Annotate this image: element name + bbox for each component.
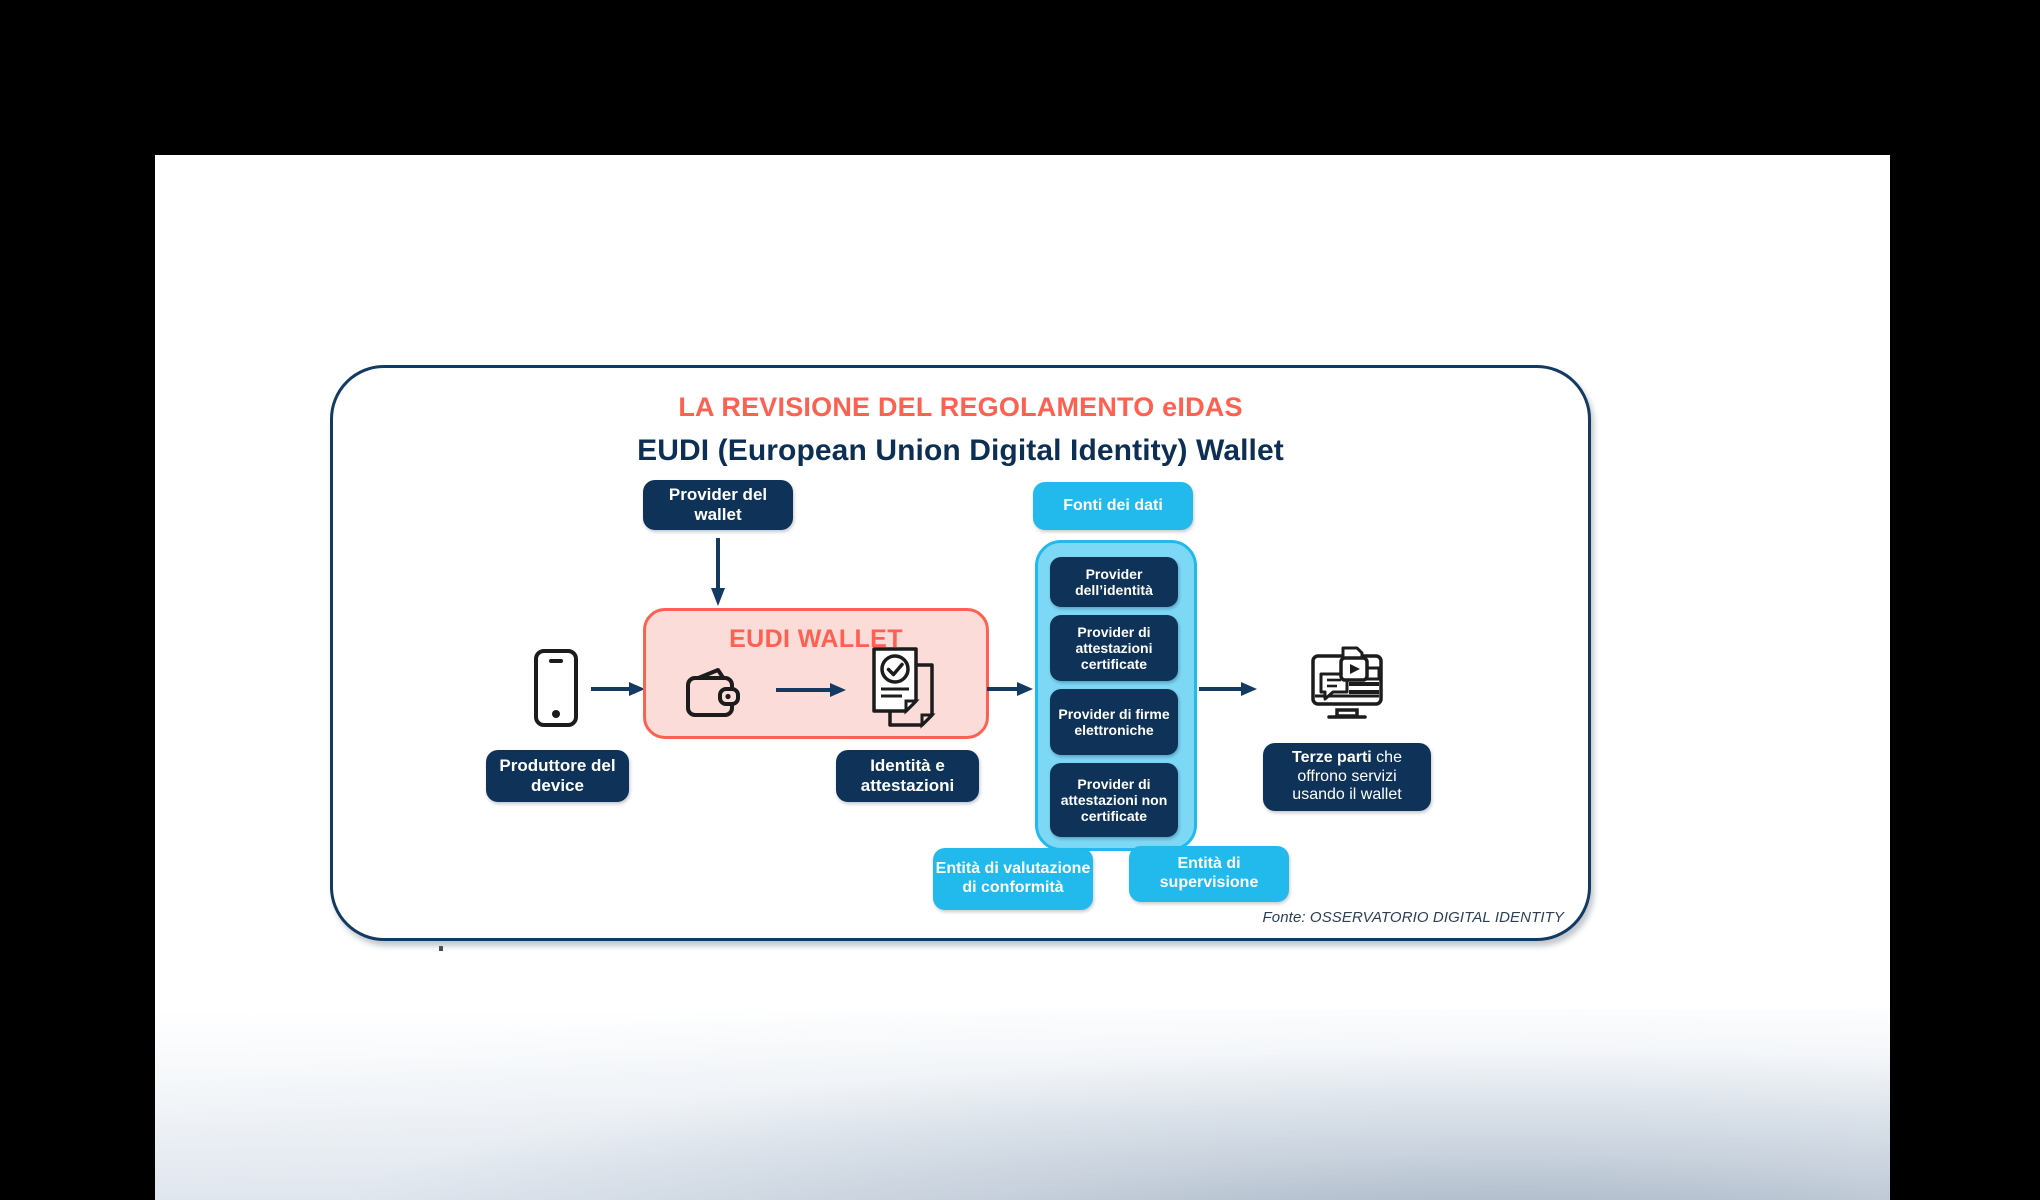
data-source-item-2[interactable]: Provider di firme elettroniche [1050, 689, 1178, 755]
third-parties-bold-label: Terze parti [1292, 748, 1372, 766]
data-sources-container: Provider dell’identità Provider di attes… [1035, 540, 1197, 851]
smartphone-icon [533, 648, 579, 728]
slide-dot-artifact [439, 946, 443, 951]
page-title: LA REVISIONE DEL REGOLAMENTO eIDAS [678, 392, 1243, 422]
data-source-item-3[interactable]: Provider di attestazioni non certificate [1050, 763, 1178, 837]
source-attribution: Fonte: OSSERVATORIO DIGITAL IDENTITY [1262, 909, 1564, 926]
eudi-wallet-panel: EUDI WALLET [643, 608, 989, 739]
node-identity-attestations[interactable]: Identità e attestazioni [836, 750, 979, 802]
data-source-item-0[interactable]: Provider dell’identità [1050, 557, 1178, 607]
arrow-sources-to-thirdparties [1199, 682, 1259, 696]
node-third-parties-text: Terze parti che offrono servizi usando i… [1269, 749, 1425, 805]
arrow-provider-to-wallet [711, 538, 725, 608]
slide-canvas: LA REVISIONE DEL REGOLAMENTO eIDAS EUDI … [155, 155, 1890, 1200]
node-provider-wallet[interactable]: Provider del wallet [643, 480, 793, 530]
page-subtitle: EUDI (European Union Digital Identity) W… [637, 434, 1284, 467]
wallet-icon [684, 663, 744, 719]
diagram-frame: LA REVISIONE DEL REGOLAMENTO eIDAS EUDI … [330, 365, 1591, 941]
data-sources-header[interactable]: Fonti dei dati [1033, 482, 1193, 530]
node-third-parties[interactable]: Terze parti che offrono servizi usando i… [1263, 743, 1431, 811]
node-conformity-entity[interactable]: Entità di valutazione di conformità [933, 848, 1093, 910]
documents-verified-icon [868, 643, 944, 731]
arrow-device-to-wallet [591, 682, 647, 696]
node-device-maker[interactable]: Produttore del device [486, 750, 629, 802]
arrow-wallet-to-documents [776, 683, 848, 697]
slide-background-gradient [155, 1010, 1890, 1200]
data-source-item-1[interactable]: Provider di attestazioni certificate [1050, 615, 1178, 681]
arrow-wallet-to-sources [987, 682, 1035, 696]
third-parties-rest-label: che offrono servizi usando il wallet [1292, 748, 1402, 804]
node-supervision-entity[interactable]: Entità di supervisione [1129, 846, 1289, 902]
monitor-services-icon [1301, 646, 1393, 726]
